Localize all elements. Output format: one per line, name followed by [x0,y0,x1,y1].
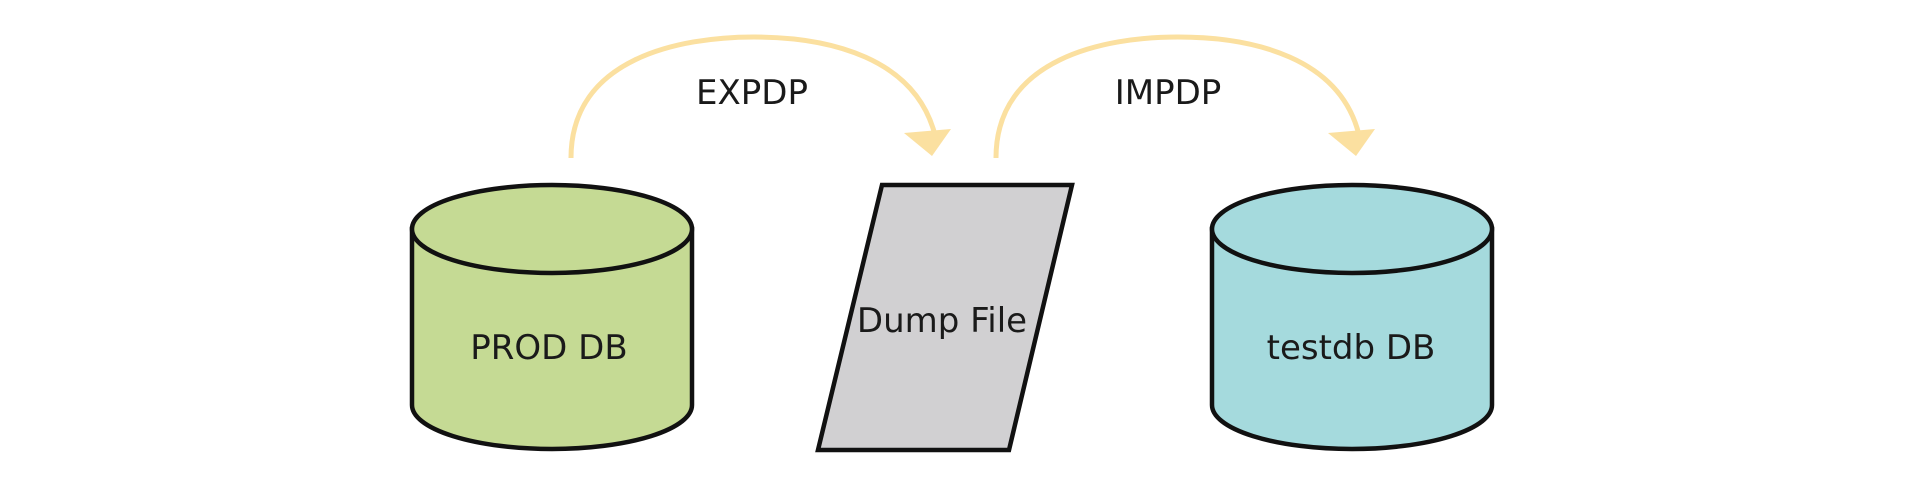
expdp-label: EXPDP [696,73,808,113]
impdp-arrow-curve [993,34,1362,159]
prod-db-body [409,226,695,452]
impdp-label: IMPDP [1115,73,1222,113]
impdp-arrow [993,34,1375,159]
expdp-arrow-curve [568,34,938,159]
prod-db-label: PROD DB [470,328,627,368]
expdp-arrowhead-icon [904,129,951,156]
testdb-db-label: testdb DB [1267,328,1436,368]
prod-db-cylinder: PROD DB [409,182,695,452]
dump-file-shape: Dump File [815,182,1075,453]
dump-file-body [815,182,1075,453]
expdp-arrow [568,34,951,159]
impdp-arrowhead-icon [1328,129,1375,156]
prod-db-top [409,182,695,276]
testdb-db-cylinder: testdb DB [1209,182,1495,452]
testdb-db-top [1209,182,1495,276]
testdb-db-body [1209,226,1495,452]
dump-file-label: Dump File [857,301,1027,341]
